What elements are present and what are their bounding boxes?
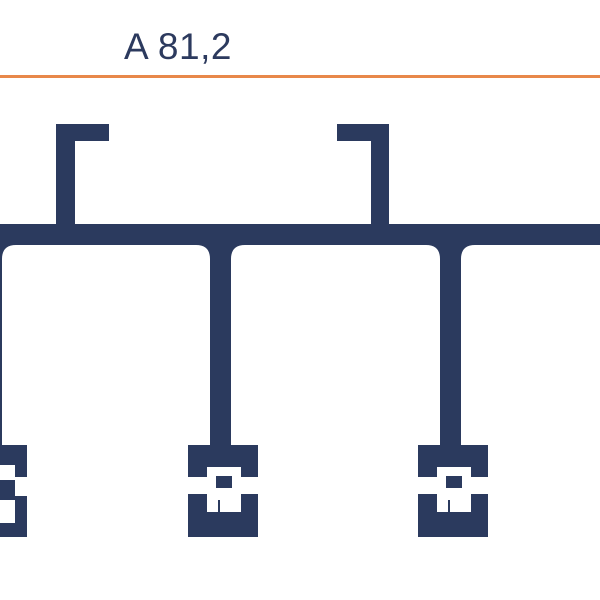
left-hook xyxy=(56,124,109,224)
right-hook xyxy=(337,124,389,224)
right-groove xyxy=(418,445,488,537)
center-groove xyxy=(188,445,258,537)
profile-body xyxy=(0,124,600,537)
left-edge-groove xyxy=(0,445,27,537)
top-flange xyxy=(0,224,600,445)
dimension-label: A 81,2 xyxy=(124,26,232,67)
